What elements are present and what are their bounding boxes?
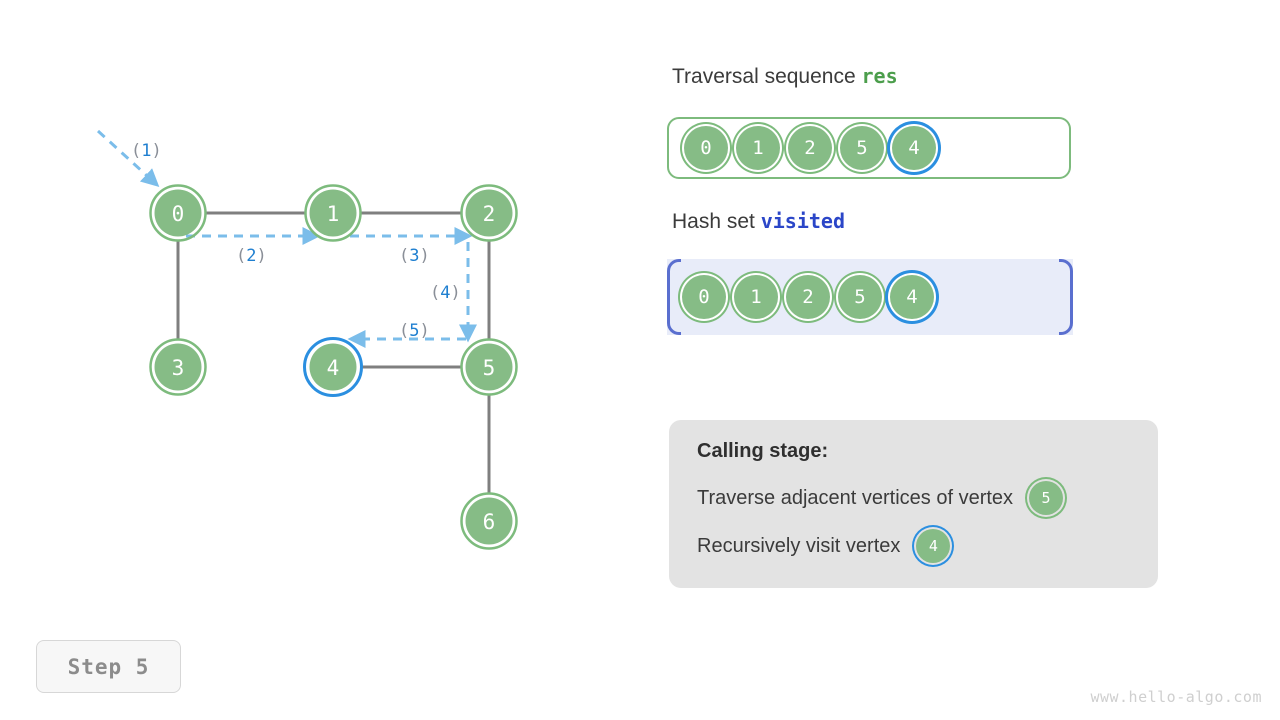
calling-stage-line-2-text: Recursively visit vertex	[697, 534, 901, 557]
visited-heading: Hash set visited	[672, 209, 845, 234]
graph-vertex-2[interactable]: 2	[460, 184, 518, 242]
visited-bracket-left-icon	[667, 259, 681, 335]
res-variable-name: res	[861, 64, 898, 88]
res-heading-text: Traversal sequence	[672, 65, 862, 88]
step-label-3: (3)	[399, 246, 430, 266]
graph-vertex-5[interactable]: 5	[460, 338, 518, 396]
step-badge: Step 5	[36, 640, 181, 693]
graph-panel: (1) (2) (3) (4) (5) 0	[96, 129, 518, 550]
calling-stage-line-2: Recursively visit vertex 4	[697, 529, 1130, 563]
arrow-step-1	[96, 129, 160, 188]
calling-stage-line-1-text: Traverse adjacent vertices of vertex	[697, 486, 1014, 509]
step-label-2: (2)	[236, 246, 267, 266]
traversal-step-labels: (1) (2) (3) (4) (5)	[131, 141, 461, 341]
calling-stage-line-1-vertex[interactable]: 5	[1029, 481, 1064, 515]
visited-chip-4[interactable]: 4	[890, 275, 934, 319]
visited-chip-0[interactable]: 0	[682, 275, 726, 319]
calling-stage-line-1: Traverse adjacent vertices of vertex 5	[697, 481, 1130, 515]
graph-vertex-3[interactable]: 3	[149, 338, 207, 396]
graph-vertex-4-label: 4	[327, 356, 340, 380]
res-chip-2[interactable]: 2	[788, 126, 832, 170]
graph-vertex-6[interactable]: 6	[460, 492, 518, 550]
graph-vertex-5-label: 5	[483, 356, 496, 380]
visited-chip-row: 0 1 2 5 4	[682, 259, 934, 335]
step-label-4: (4)	[430, 283, 461, 303]
watermark: www.hello-algo.com	[1090, 688, 1262, 706]
calling-stage-box: Calling stage: Traverse adjacent vertice…	[669, 420, 1158, 588]
step-label-1: (1)	[131, 141, 162, 161]
res-chip-0[interactable]: 0	[684, 126, 728, 170]
visited-variable-name: visited	[760, 209, 846, 233]
right-panel: Traversal sequence res 0 1 2 5 4 Hash se…	[666, 0, 1280, 720]
res-heading: Traversal sequence res	[672, 64, 898, 89]
graph-vertex-4[interactable]: 4	[303, 337, 363, 397]
step-label-5: (5)	[399, 321, 430, 341]
graph-vertex-1-label: 1	[327, 202, 340, 226]
visited-box: 0 1 2 5 4	[667, 259, 1073, 335]
graph-edges	[176, 211, 491, 493]
graph-vertices: 0 1 2 3 4	[149, 184, 518, 550]
res-chip-1[interactable]: 1	[736, 126, 780, 170]
graph-canvas: (1) (2) (3) (4) (5) 0	[96, 129, 518, 550]
graph-vertex-3-label: 3	[172, 356, 185, 380]
res-chip-row: 0 1 2 5 4	[684, 119, 936, 177]
calling-stage-line-2-vertex[interactable]: 4	[916, 529, 951, 563]
traversal-arrows	[96, 129, 477, 348]
graph-vertex-1[interactable]: 1	[304, 184, 362, 242]
visited-chip-1[interactable]: 1	[734, 275, 778, 319]
visited-chip-2[interactable]: 2	[786, 275, 830, 319]
graph-vertex-6-label: 6	[483, 510, 496, 534]
calling-stage-title: Calling stage:	[697, 440, 829, 462]
graph-vertex-0[interactable]: 0	[149, 184, 207, 242]
graph-vertex-2-label: 2	[483, 202, 496, 226]
res-chip-4[interactable]: 4	[892, 126, 936, 170]
visited-bracket-right-icon	[1059, 259, 1073, 335]
visited-chip-3[interactable]: 5	[838, 275, 882, 319]
res-chip-3[interactable]: 5	[840, 126, 884, 170]
visited-heading-text: Hash set	[672, 210, 761, 233]
graph-vertex-0-label: 0	[172, 202, 185, 226]
res-box: 0 1 2 5 4	[667, 117, 1071, 179]
